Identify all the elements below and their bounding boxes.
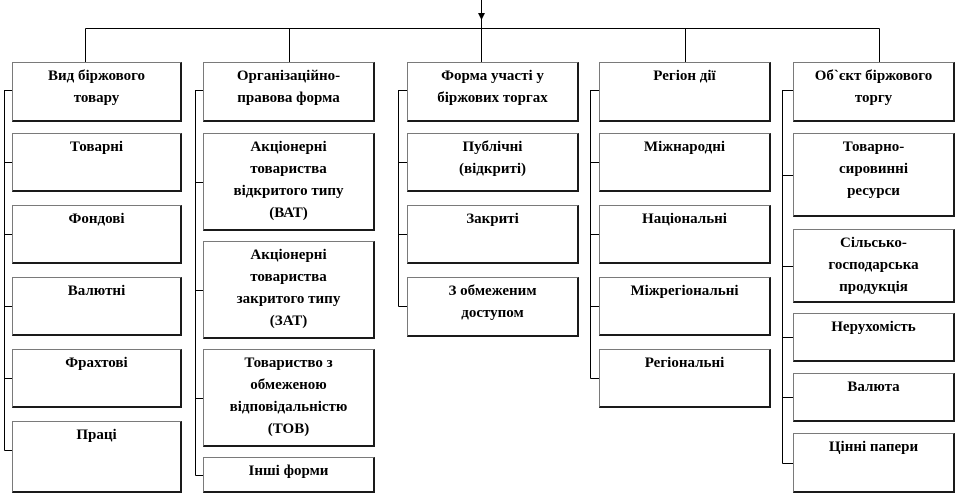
item-tsinni-papery: Цінні папери xyxy=(793,433,955,493)
header-forma-uchasti: Форма участі у біржових торгах xyxy=(407,62,579,122)
item-fondovi: Фондові xyxy=(12,205,182,264)
item-label: Публічні (відкриті) xyxy=(458,139,526,177)
item-label: Інші форми xyxy=(248,463,329,479)
item-label: Нерухомість xyxy=(831,319,916,335)
item-tov: Товариство з обмеженою відповідальністю … xyxy=(203,349,375,447)
item-zakryti: Закриті xyxy=(407,205,579,264)
item-valiuta: Валюта xyxy=(793,373,955,422)
item-label: Товариство з обмеженою відповідальністю … xyxy=(229,355,348,437)
item-label: Акціонерні товариства закритого типу (ЗА… xyxy=(236,247,341,329)
item-label: Національні xyxy=(642,211,727,227)
item-tovarno-syrovynni-resursy: Товарно- сировинні ресурси xyxy=(793,133,955,217)
item-label: Фрахтові xyxy=(65,355,128,371)
header-label: Об`єкт біржового торгу xyxy=(814,68,933,106)
item-label: Міжнародні xyxy=(643,139,726,155)
item-mizhnarodni: Міжнародні xyxy=(599,133,771,192)
item-label: Цінні папери xyxy=(828,439,919,455)
item-label: Валюта xyxy=(847,379,900,395)
item-label: Фондові xyxy=(68,211,125,227)
item-frakhtovi: Фрахтові xyxy=(12,349,182,408)
item-publichni: Публічні (відкриті) xyxy=(407,133,579,192)
item-label: Товарно- сировинні ресурси xyxy=(839,139,908,199)
item-pratsi: Праці xyxy=(12,421,182,493)
header-rehion-dii: Регіон дії xyxy=(599,62,771,122)
item-label: Валютні xyxy=(67,283,126,299)
item-zat: Акціонерні товариства закритого типу (ЗА… xyxy=(203,241,375,339)
item-label: Акціонерні товариства відкритого типу (В… xyxy=(233,139,344,221)
trunk-arrow-icon xyxy=(478,13,485,20)
item-natsionalni: Національні xyxy=(599,205,771,264)
item-label: Регіональні xyxy=(644,355,725,371)
header-obiekt-birzhovoho-torhu: Об`єкт біржового торгу xyxy=(793,62,955,122)
item-rehionalni: Регіональні xyxy=(599,349,771,408)
item-label: Праці xyxy=(76,427,117,443)
item-valiutni: Валютні xyxy=(12,277,182,336)
header-label: Організаційно- правова форма xyxy=(236,68,341,106)
item-label: З обмеженим доступом xyxy=(448,283,537,321)
item-silskohospodarska-produktsiia: Сільсько- господарська продукція xyxy=(793,229,955,303)
header-vyd-birzhovoho-tovaru: Вид біржового товару xyxy=(12,62,182,122)
item-nerukhomist: Нерухомість xyxy=(793,313,955,362)
item-z-obmezhenym-dostupom: З обмеженим доступом xyxy=(407,277,579,337)
header-orhanizatsiino-pravova-forma: Організаційно- правова форма xyxy=(203,62,375,122)
item-label: Міжрегіональні xyxy=(630,283,739,299)
item-vat: Акціонерні товариства відкритого типу (В… xyxy=(203,133,375,231)
header-label: Регіон дії xyxy=(653,68,716,84)
item-label: Закриті xyxy=(466,211,519,227)
item-label: Товарні xyxy=(69,139,124,155)
item-tovarni: Товарні xyxy=(12,133,182,192)
item-mizhrehionalni: Міжрегіональні xyxy=(599,277,771,336)
item-inshi-formy: Інші форми xyxy=(203,457,375,493)
header-label: Форма участі у біржових торгах xyxy=(437,68,548,106)
item-label: Сільсько- господарська продукція xyxy=(828,235,919,295)
header-label: Вид біржового товару xyxy=(47,68,146,106)
